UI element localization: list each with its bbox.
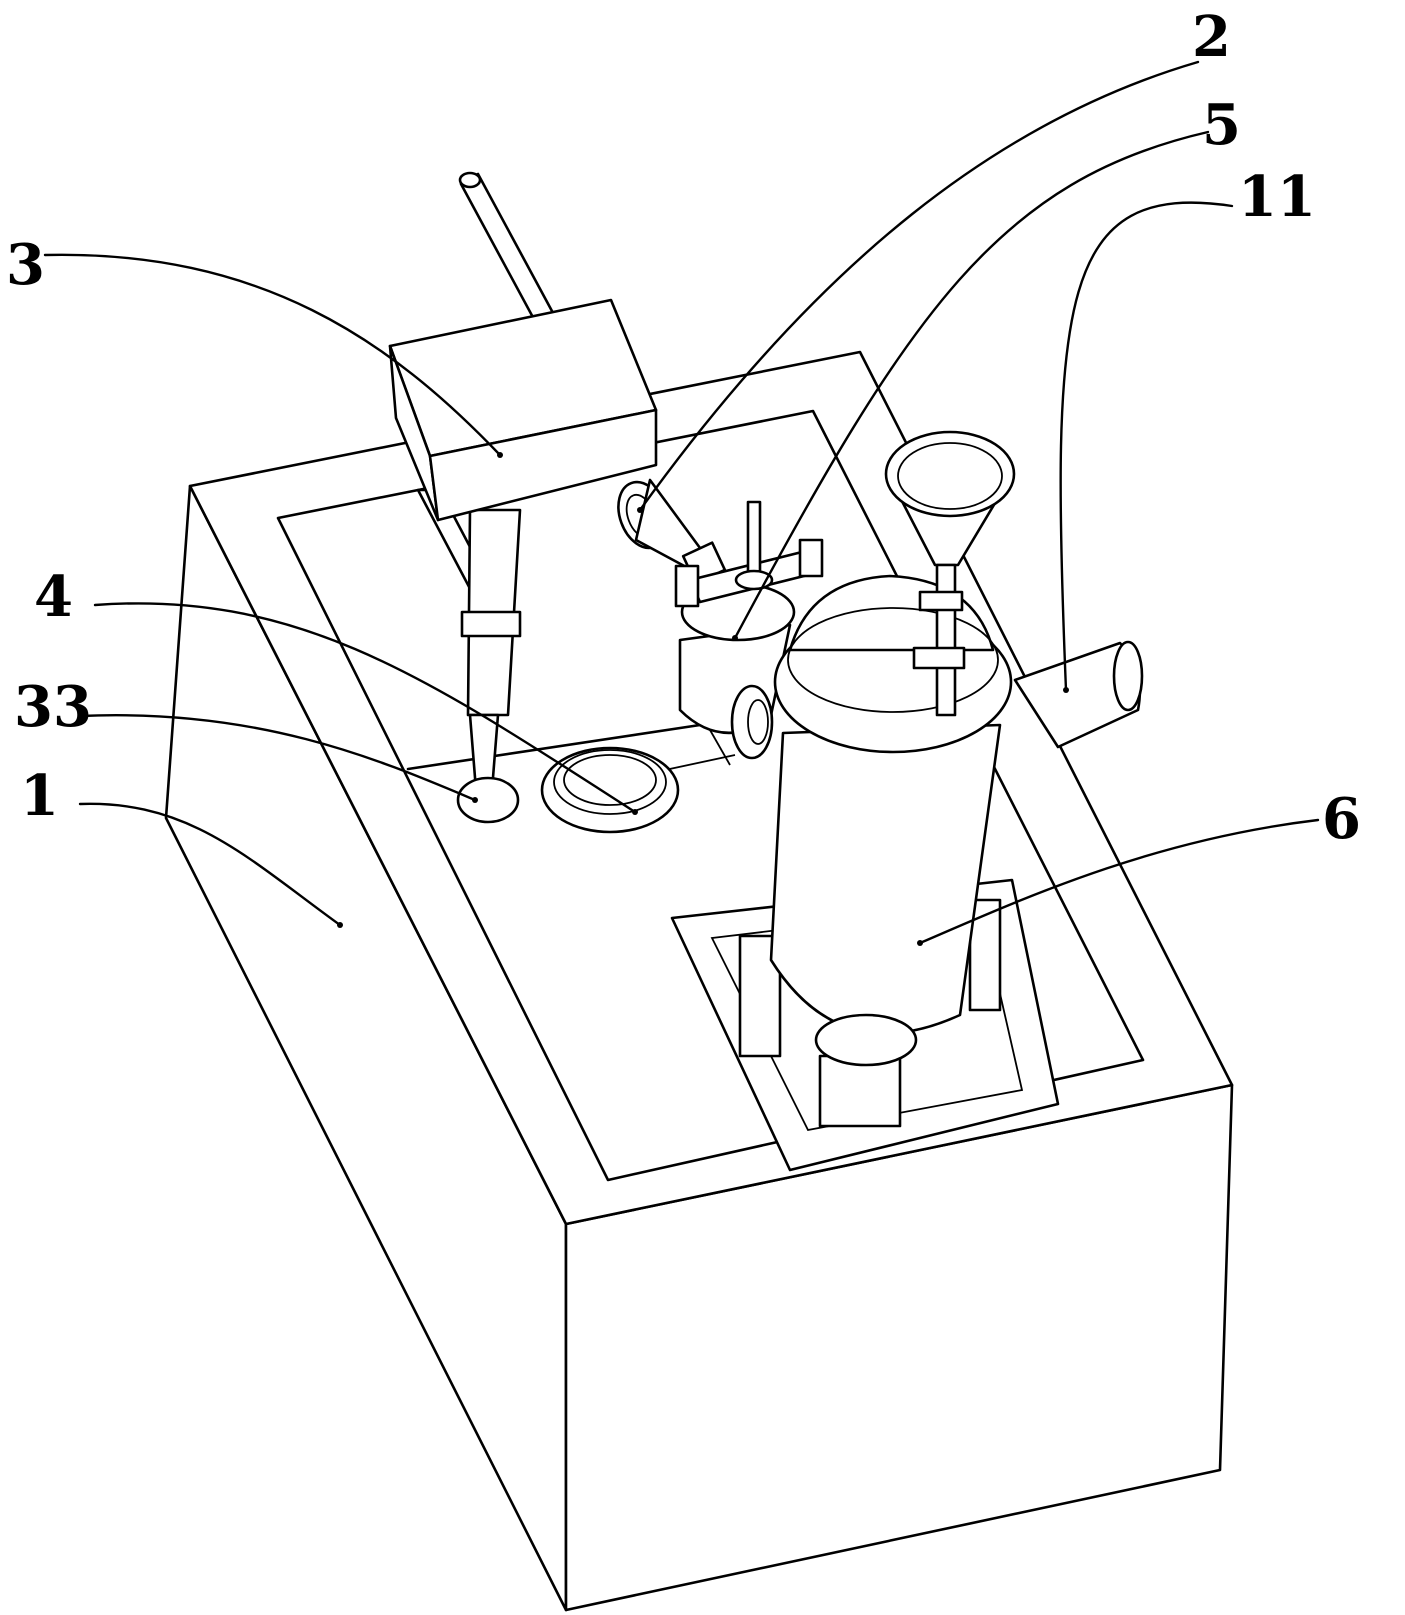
lift-assembly [388, 171, 658, 824]
leader-5-dot [732, 635, 738, 641]
leader-4 [93, 602, 637, 814]
leader-33 [78, 714, 477, 802]
basin-ring [563, 754, 657, 806]
filter-basin [540, 746, 680, 834]
leader-2-dot [637, 507, 643, 513]
basin-inner [553, 749, 667, 815]
leader-33-dot [472, 797, 478, 803]
leader-lines [43, 60, 1320, 946]
funnel-pipe [935, 563, 957, 717]
channel-slot-2 [664, 754, 736, 771]
side-flange-bore [747, 699, 769, 745]
crossbar-end-left [674, 564, 700, 608]
leader-3-dot [497, 452, 503, 458]
leader-2 [638, 60, 1200, 512]
funnel-inner [897, 442, 1003, 510]
leader-6 [918, 818, 1320, 945]
callout-labels: 2 5 11 3 4 33 1 6 [6, 4, 1361, 852]
housing-spindle [746, 500, 762, 574]
feed-funnel [884, 430, 1016, 717]
crossbar-end-right [798, 538, 824, 578]
label-3: 3 [6, 232, 45, 298]
upper-rod-cap [458, 171, 482, 189]
label-2: 2 [1192, 4, 1231, 70]
bracket-housing [674, 500, 824, 760]
leader-11 [1059, 201, 1234, 692]
label-4: 4 [34, 564, 73, 630]
label-33: 33 [14, 674, 92, 740]
leader-3 [43, 253, 502, 457]
base-tank [164, 350, 1234, 1612]
tank-lid-seam [787, 607, 999, 713]
basin-outer [540, 746, 680, 834]
leader-1 [78, 802, 342, 927]
side-pipe [1013, 640, 1144, 749]
leader-4-dot [632, 809, 638, 815]
pipe-end [1112, 640, 1144, 712]
motor-box-front [428, 408, 658, 522]
leader-6-dot [917, 940, 923, 946]
label-11: 11 [1238, 164, 1316, 230]
funnel-valve-1 [918, 590, 964, 612]
ball-joint [456, 776, 520, 824]
leader-1-dot [337, 922, 343, 928]
label-6: 6 [1322, 786, 1361, 852]
tank-bottom [814, 1013, 918, 1067]
label-5: 5 [1202, 92, 1241, 158]
leader-11-dot [1063, 687, 1069, 693]
label-1: 1 [20, 763, 59, 829]
side-flange [730, 684, 774, 760]
tank-spout [818, 1054, 902, 1128]
funnel-rim [884, 430, 1016, 518]
leader-5 [733, 130, 1210, 640]
column-clamp [460, 610, 522, 638]
funnel-valve-2 [912, 646, 966, 670]
channel-slot [709, 729, 731, 766]
